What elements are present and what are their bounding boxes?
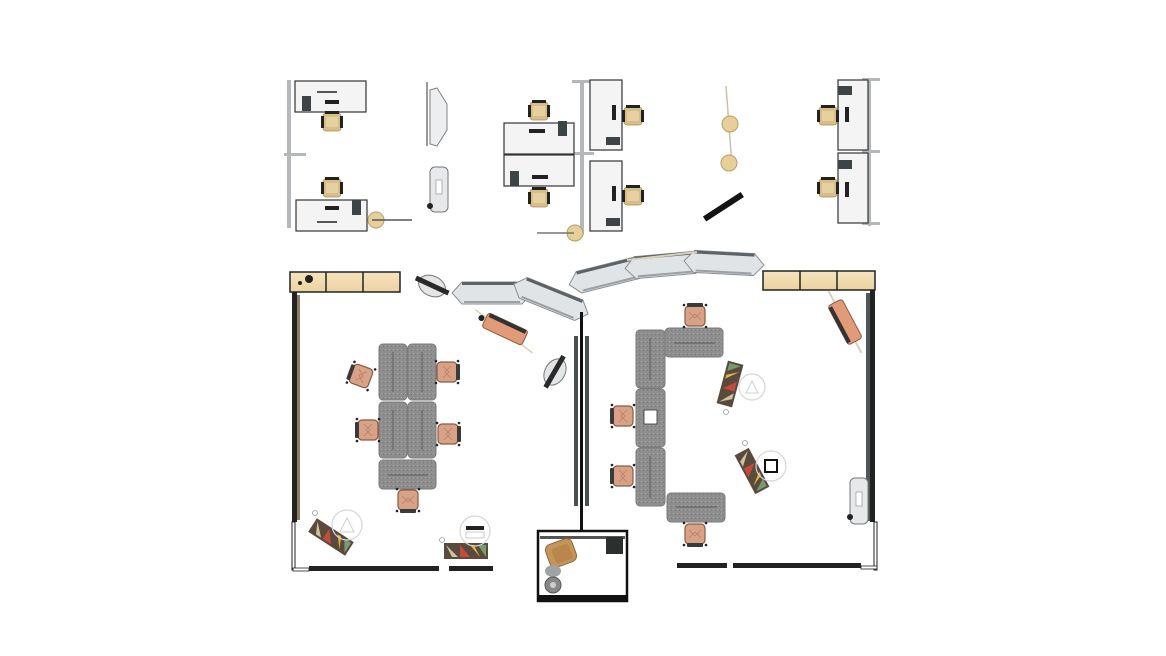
standing-table-small [426,82,448,147]
lounge-set-left-2 [439,515,491,559]
lounge-seating-arc [414,249,766,389]
phone-booth [536,529,629,603]
lounge-set-right-2 [734,440,787,495]
workstation-cluster-2 [503,79,645,242]
armchair [544,538,578,568]
bench-black [702,191,744,222]
central-partition [574,312,589,534]
mobile-cart [427,166,449,213]
standing-stools [720,85,739,172]
workstation-cluster-3 [816,78,880,226]
conference-table-right [635,327,726,523]
lounge-set-left-1 [308,509,363,556]
conference-table-left [378,343,437,490]
sofa-peach-right [827,290,863,354]
meeting-room-right [609,270,878,571]
task-chair-center [543,354,567,389]
meeting-room-left [289,271,493,572]
lounge-set-right-1 [716,360,766,415]
mobile-cart-right [847,477,869,525]
sofa-peach [474,309,533,354]
workstation-cluster-1 [284,80,412,232]
task-chair-left [414,274,450,298]
